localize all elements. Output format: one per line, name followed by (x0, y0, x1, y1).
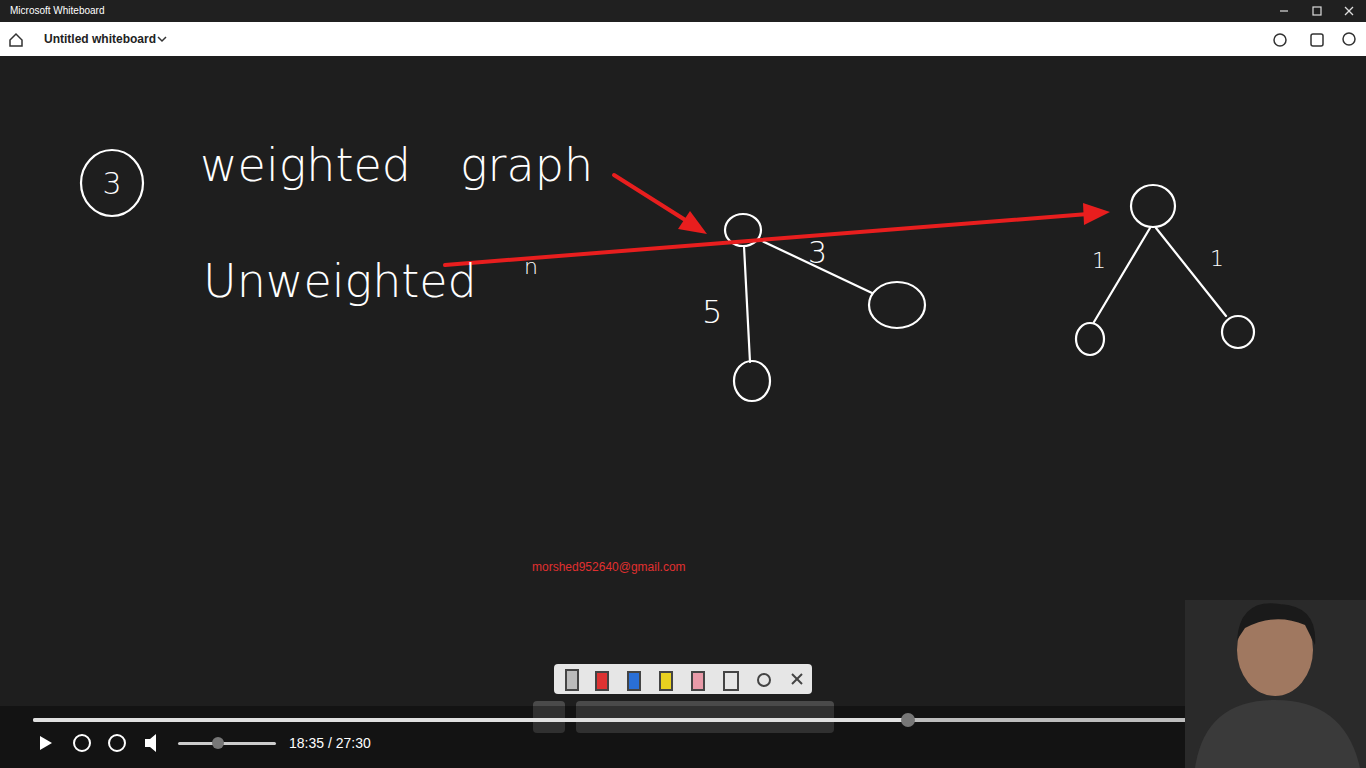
edge-weight: 3 (808, 238, 827, 268)
edge-weight: 5 (702, 296, 722, 328)
handwritten-word: Unweighted (203, 258, 477, 304)
edge-weight: 1 (1210, 248, 1224, 270)
handwritten-word: weighted (200, 142, 411, 188)
board-title: Untitled whiteboard (44, 33, 156, 45)
handwritten-word: graph (460, 142, 593, 188)
video-time: 18:35 / 27:30 (289, 736, 371, 750)
edge-weight: 1 (1092, 250, 1106, 272)
watermark: morshed952640@gmail.com (532, 561, 686, 573)
window-title: Microsoft Whiteboard (10, 6, 104, 16)
circled-number: 3 (79, 148, 145, 218)
node-text: 3 (102, 166, 121, 201)
handwritten-mark: n (524, 256, 538, 278)
